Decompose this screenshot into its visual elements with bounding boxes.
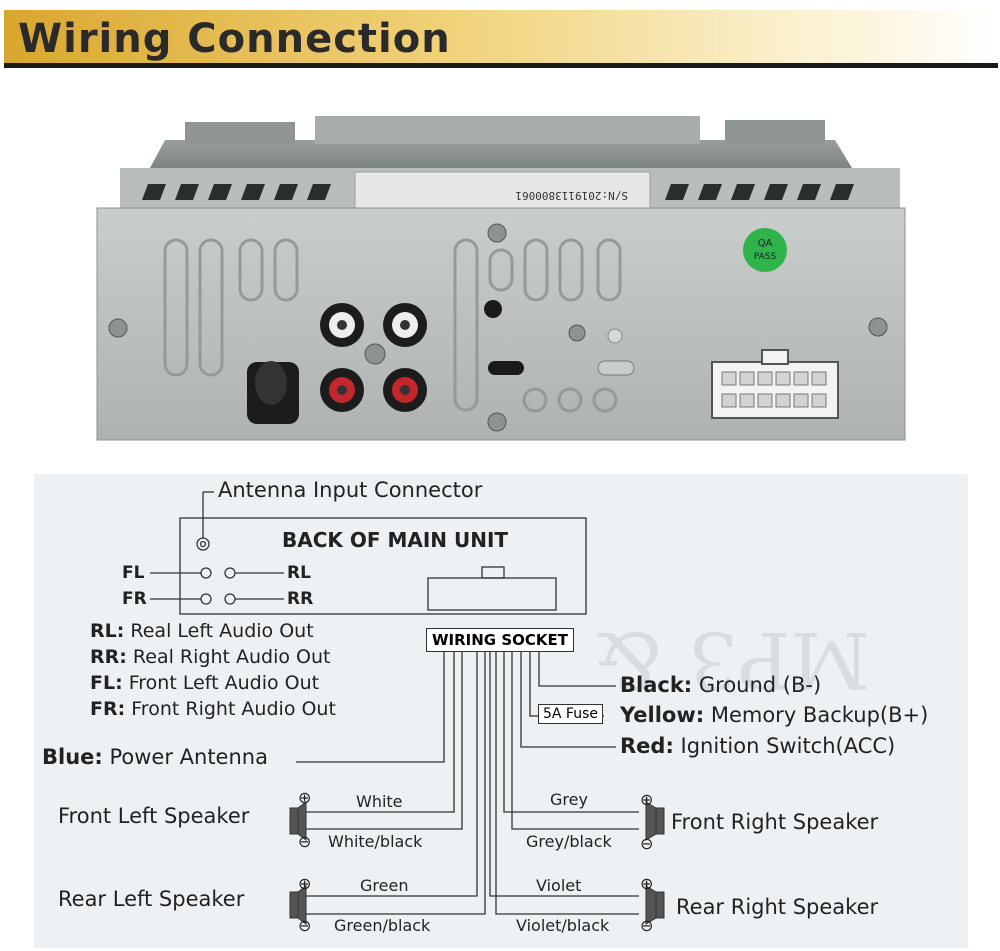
serial-label: S/N:2019113800061 — [515, 189, 628, 202]
head-unit-rear-photo: S/N:2019113800061 QA PASS — [96, 116, 906, 441]
fr-label: FR — [122, 589, 147, 609]
legend-rr: RR: Real Right Audio Out — [90, 646, 331, 668]
fr-plus-icon: ⊕ — [640, 790, 654, 809]
wiring-socket-label: WIRING SOCKET — [426, 628, 575, 652]
green-wire-label: Green — [360, 876, 409, 895]
blue-wire-label: Blue: Power Antenna — [42, 745, 268, 769]
legend-fl: FL: Front Left Audio Out — [90, 672, 320, 694]
green-black-wire-label: Green/black — [334, 916, 431, 935]
qa-badge-text: QA — [758, 238, 773, 249]
rr-label: RR — [287, 589, 314, 609]
white-black-wire-label: White/black — [328, 832, 423, 851]
violet-black-wire-label: Violet/black — [516, 916, 610, 935]
rear-right-speaker-label: Rear Right Speaker — [676, 895, 879, 919]
fr-minus-icon: ⊖ — [640, 834, 654, 853]
red-wire-label: Red: Ignition Switch(ACC) — [620, 734, 896, 758]
fl-plus-icon: ⊕ — [298, 788, 312, 807]
front-left-speaker-label: Front Left Speaker — [58, 804, 250, 828]
back-of-unit-label: BACK OF MAIN UNIT — [282, 528, 509, 552]
grey-wire-label: Grey — [550, 790, 588, 809]
rr-plus-icon: ⊕ — [640, 874, 654, 893]
fl-minus-icon: ⊖ — [298, 832, 312, 851]
wiring-diagram: MP3 & — [34, 474, 968, 948]
black-wire-label: Black: Ground (B-) — [620, 673, 822, 697]
violet-wire-label: Violet — [536, 876, 582, 895]
page-title: Wiring Connection — [18, 16, 451, 62]
antenna-input-label: Antenna Input Connector — [218, 478, 483, 502]
fuse-label: 5A Fuse — [538, 704, 604, 724]
legend-rl: RL: Real Left Audio Out — [90, 620, 314, 642]
yellow-wire-label: Yellow: Memory Backup(B+) — [620, 703, 929, 727]
grey-black-wire-label: Grey/black — [526, 832, 612, 851]
white-wire-label: White — [356, 792, 403, 811]
rr-minus-icon: ⊖ — [640, 916, 654, 935]
front-right-speaker-label: Front Right Speaker — [671, 810, 879, 834]
rl-label: RL — [287, 563, 311, 583]
title-banner: Wiring Connection — [4, 10, 998, 68]
legend-fr: FR: Front Right Audio Out — [90, 698, 336, 720]
rear-left-speaker-label: Rear Left Speaker — [58, 887, 245, 911]
fl-label: FL — [122, 563, 145, 583]
diagram-lines — [150, 491, 665, 925]
rl-plus-icon: ⊕ — [298, 874, 312, 893]
pass-badge-text: PASS — [754, 252, 777, 262]
rl-minus-icon: ⊖ — [298, 916, 312, 935]
